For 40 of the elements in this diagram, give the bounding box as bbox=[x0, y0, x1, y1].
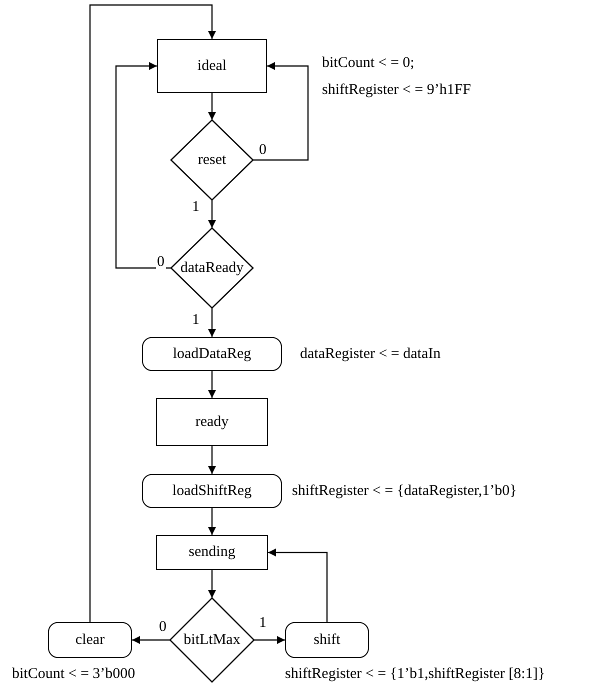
assignment-text: shiftRegister < = 9’h1FF bbox=[322, 82, 472, 99]
decision-diamond bbox=[171, 228, 253, 308]
assignment-text: bitCount < = 0; bbox=[322, 55, 414, 72]
state-box bbox=[157, 39, 267, 93]
node-label: loadDataReg bbox=[172, 346, 252, 362]
arrow bbox=[253, 62, 309, 161]
arrow bbox=[115, 62, 171, 269]
arrow bbox=[208, 446, 216, 474]
node-label: dataReady bbox=[180, 260, 244, 276]
action-box bbox=[48, 622, 132, 658]
node-label: shift bbox=[314, 632, 340, 648]
assignment-text: shiftRegister < = {1’b1,shiftRegister [8:1]} bbox=[285, 666, 546, 683]
action-box bbox=[285, 622, 369, 658]
arrow bbox=[132, 636, 170, 644]
assignment-text: bitCount < = 3’b000 bbox=[12, 666, 136, 683]
node-label: ready bbox=[195, 414, 229, 430]
arrow bbox=[208, 570, 216, 598]
node-label: ideal bbox=[197, 58, 227, 74]
edge-label: 0 bbox=[156, 255, 166, 270]
node-label: loadShiftReg bbox=[172, 482, 252, 500]
node-label: reset bbox=[198, 152, 226, 168]
decision-diamond bbox=[170, 598, 254, 682]
action-box bbox=[142, 474, 282, 508]
state-box bbox=[156, 398, 268, 446]
decision-diamond bbox=[171, 120, 253, 200]
node-label: clear bbox=[75, 632, 105, 648]
assignment-text: dataRegister < = dataIn bbox=[300, 346, 441, 363]
node-label: sending bbox=[188, 544, 236, 561]
arrow bbox=[208, 371, 216, 398]
arrow bbox=[268, 548, 328, 622]
arrow bbox=[208, 308, 216, 337]
assignment-text: shiftRegister < = {dataRegister,1’b0} bbox=[292, 483, 517, 500]
arrow bbox=[89, 4, 216, 622]
arrow bbox=[208, 93, 216, 120]
arrow bbox=[208, 200, 216, 228]
action-box bbox=[142, 337, 282, 371]
arrow bbox=[208, 508, 216, 535]
state-box bbox=[156, 535, 268, 570]
node-label: bitLtMax bbox=[184, 632, 240, 648]
arrow bbox=[254, 636, 285, 644]
